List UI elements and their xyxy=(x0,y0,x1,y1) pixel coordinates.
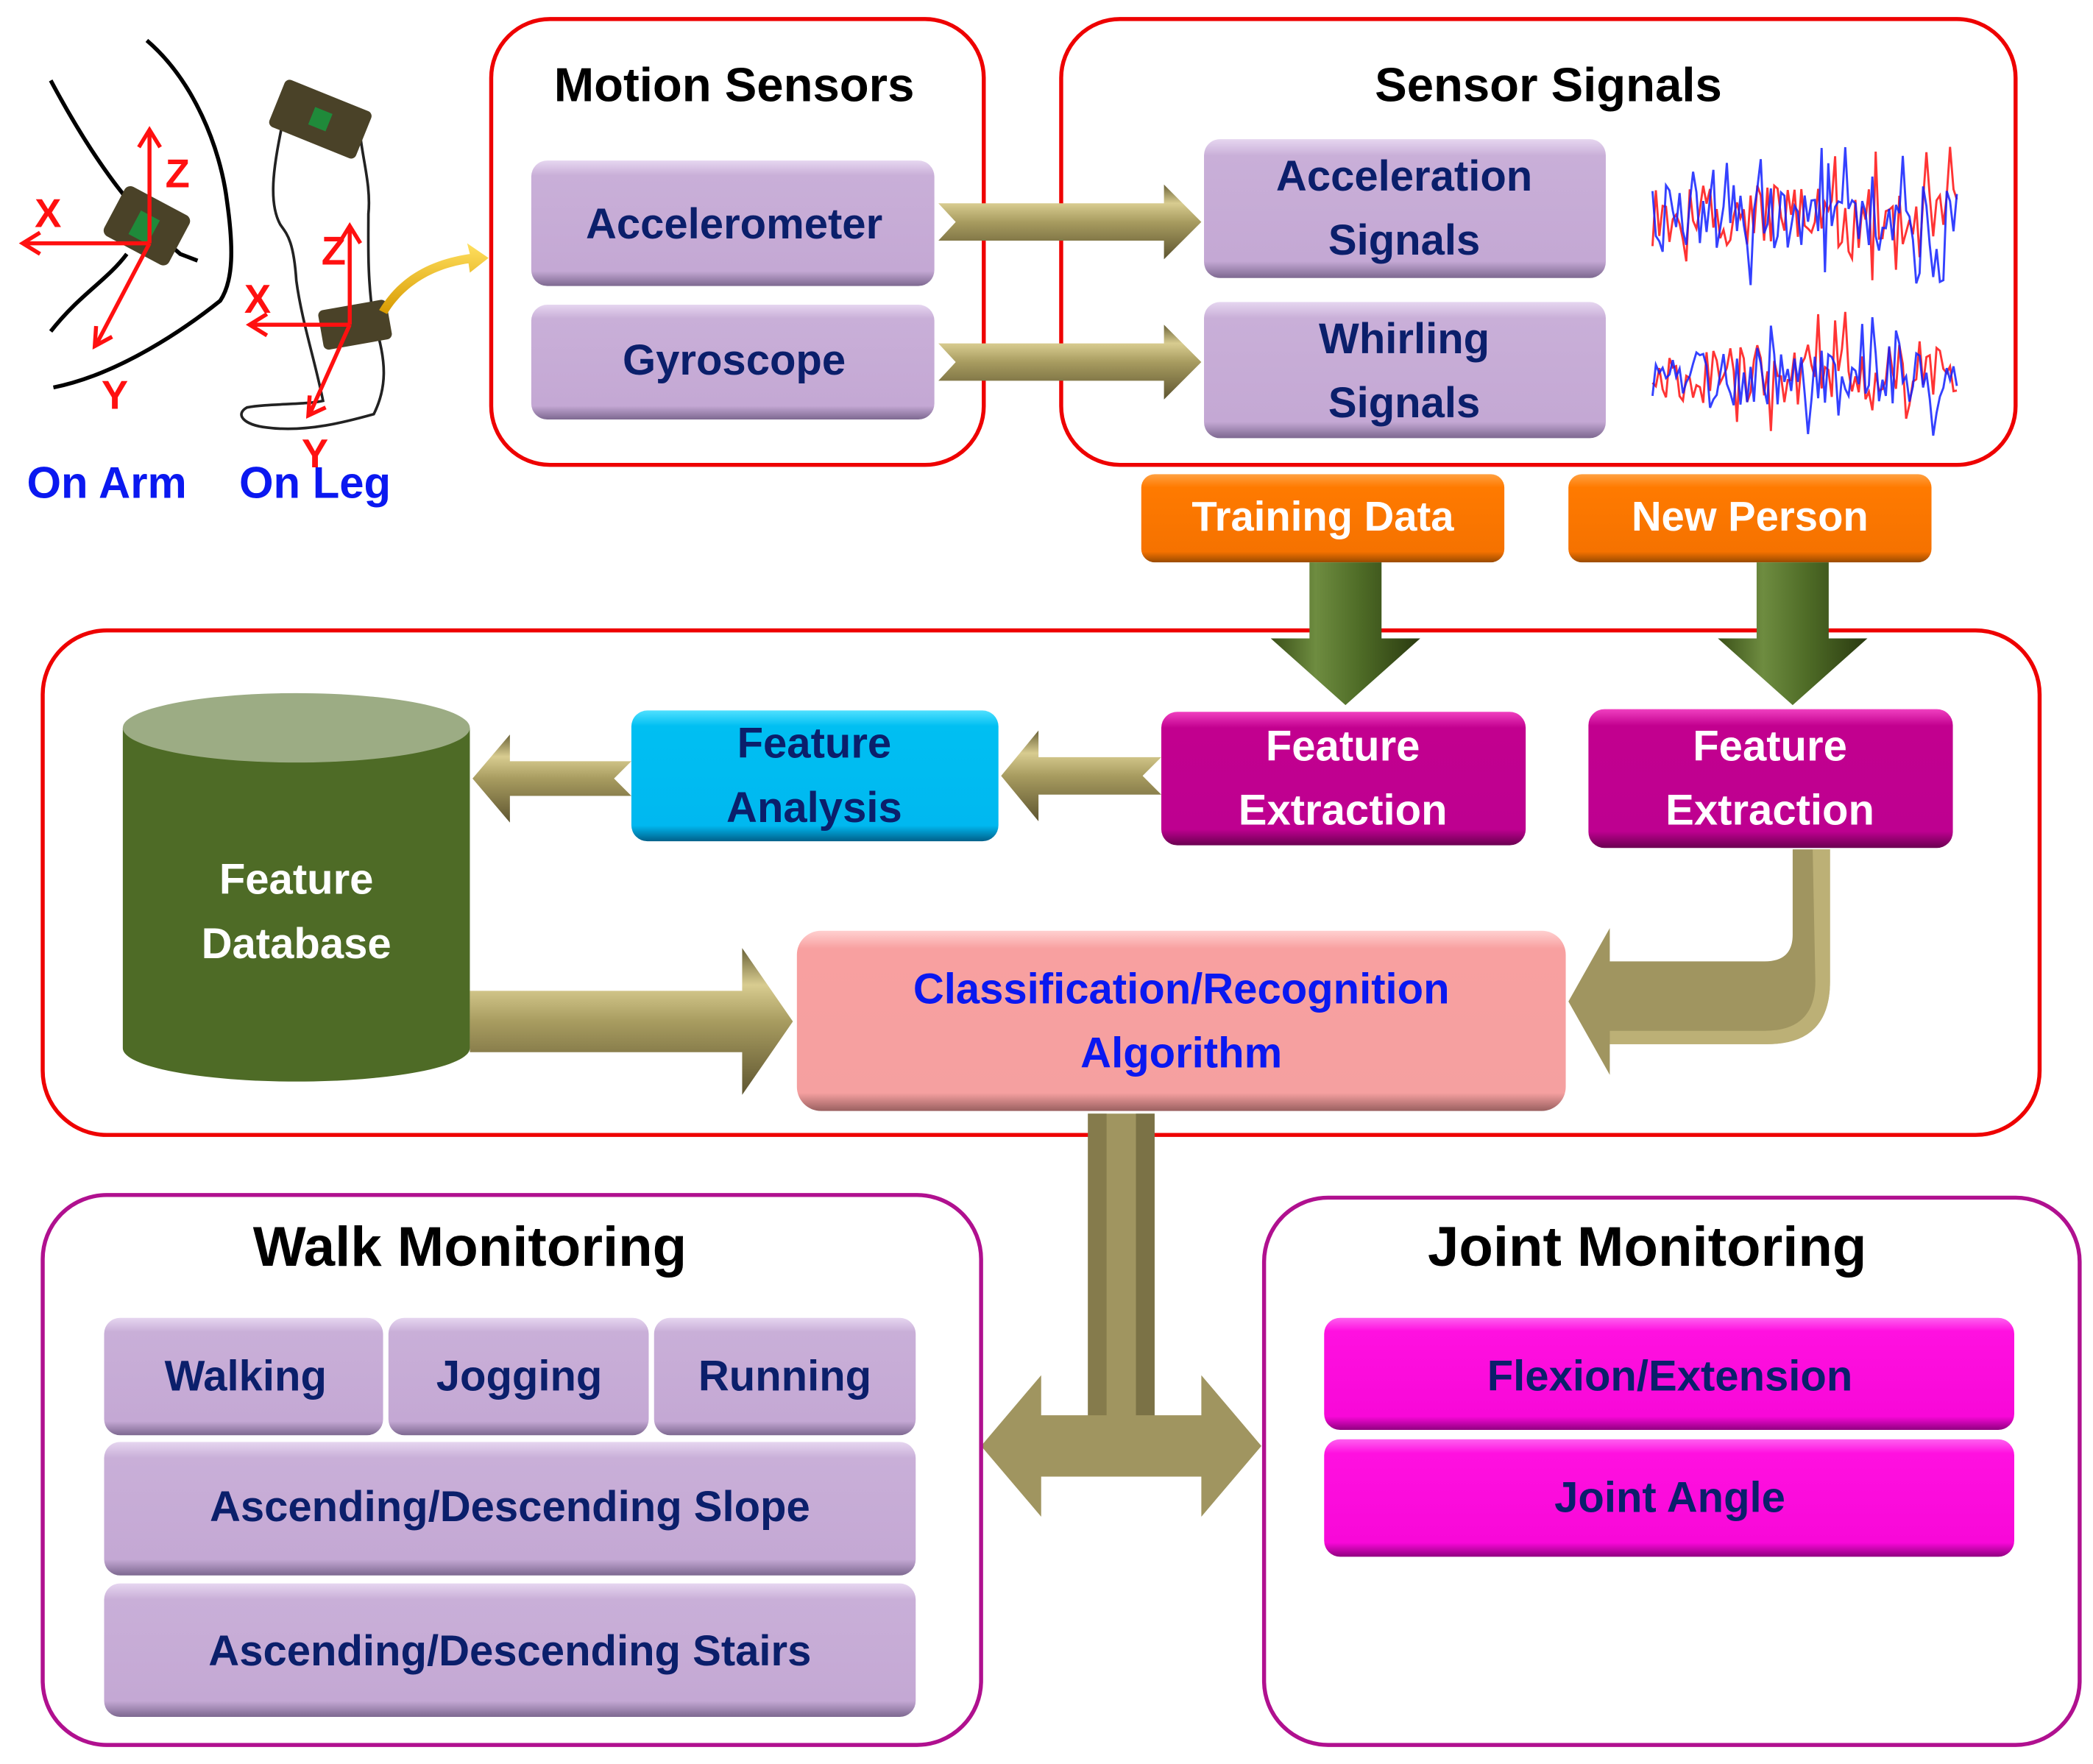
arm-axes xyxy=(18,126,162,350)
feature-extraction-training-line2: Extraction xyxy=(1239,786,1448,834)
feature-database-cylinder[interactable]: Feature Database xyxy=(122,693,470,1082)
acceleration-signals-line1: Acceleration xyxy=(1276,152,1532,200)
training-down-arrow xyxy=(1270,562,1420,706)
feature-extraction-training-box[interactable]: Feature Extraction xyxy=(1161,712,1526,846)
slope-box[interactable]: Ascending/Descending Slope xyxy=(104,1442,916,1576)
walking-label: Walking xyxy=(165,1352,327,1400)
gyroscope-box[interactable]: Gyroscope xyxy=(531,305,935,420)
acceleration-signals-box[interactable]: Acceleration Signals xyxy=(1204,139,1606,278)
leg-upper-chip xyxy=(308,107,333,132)
joint-monitoring-border xyxy=(1261,1195,2082,1747)
whirling-waveform-blue xyxy=(1651,316,1958,436)
jogging-box[interactable]: Jogging xyxy=(388,1317,649,1436)
joint-angle-label: Joint Angle xyxy=(1554,1474,1785,1522)
feature-extraction-new-line2: Extraction xyxy=(1665,786,1874,834)
whirling-signals-line2: Signals xyxy=(1328,379,1480,427)
stairs-label: Ascending/Descending Stairs xyxy=(208,1627,811,1675)
motion-sensors-group: Motion Sensors Accelerometer Gyroscope xyxy=(489,17,986,467)
leg-axis-y-label: Y xyxy=(302,431,328,476)
leg-label: On Leg xyxy=(239,458,391,508)
arm-axis-x-label: X xyxy=(35,191,61,236)
feature-analysis-line1: Feature xyxy=(737,720,892,768)
arm-sensor-illustration: Z X Y On Arm xyxy=(18,38,234,508)
jogging-label: Jogging xyxy=(436,1352,603,1400)
feature-analysis-line2: Analysis xyxy=(726,784,902,832)
new-person-box[interactable]: New Person xyxy=(1568,474,1932,563)
sensor-to-motion-arrow xyxy=(379,243,489,314)
leg-axis-z-label: Z xyxy=(322,228,346,273)
classifier-box[interactable]: Classification/Recognition Algorithm xyxy=(796,930,1566,1111)
arm-label: On Arm xyxy=(26,458,186,508)
new-person-label: New Person xyxy=(1632,493,1869,539)
acceleration-waveform-red xyxy=(1651,146,1958,280)
feature-database-line2: Database xyxy=(202,920,392,968)
whirling-waveform-plot xyxy=(1651,311,1958,436)
leg-outline-back xyxy=(240,120,386,431)
training-data-label: Training Data xyxy=(1191,493,1454,539)
training-data-box[interactable]: Training Data xyxy=(1141,474,1505,563)
whirling-waveform-red xyxy=(1651,311,1958,431)
acceleration-waveform-blue xyxy=(1651,146,1958,286)
arm-sensor-chip xyxy=(128,210,160,244)
arm-outline-outer xyxy=(53,38,234,390)
feature-analysis-box[interactable]: Feature Analysis xyxy=(631,710,999,842)
leg-sensor-illustration: Z X Y On Leg xyxy=(239,79,489,508)
walk-monitoring-border xyxy=(40,1193,983,1747)
sensor-signals-group: Sensor Signals Acceleration Signals Whir… xyxy=(1059,17,2018,467)
joint-monitoring-title: Joint Monitoring xyxy=(1428,1216,1866,1278)
feature-extraction-new-line1: Feature xyxy=(1693,722,1847,770)
accelerometer-box[interactable]: Accelerometer xyxy=(531,160,935,286)
extraction-to-analysis-arrow xyxy=(1001,730,1161,821)
acceleration-waveform-plot xyxy=(1651,146,1958,286)
joint-monitoring-group: Joint Monitoring Flexion/Extension Joint… xyxy=(1261,1195,2082,1747)
gyroscope-label: Gyroscope xyxy=(623,336,846,384)
database-to-classifier-arrow xyxy=(470,948,793,1095)
arm-outline-inner xyxy=(49,252,129,333)
feature-extraction-training-line1: Feature xyxy=(1266,722,1420,770)
accelerometer-to-acceleration-arrow xyxy=(938,184,1202,260)
database-top xyxy=(122,693,470,763)
stairs-box[interactable]: Ascending/Descending Stairs xyxy=(104,1583,916,1718)
new-person-down-arrow xyxy=(1718,562,1868,706)
walk-monitoring-title: Walk Monitoring xyxy=(253,1216,687,1278)
walk-monitoring-group: Walk Monitoring Walking Jogging Running … xyxy=(40,1193,983,1747)
feature-extraction-new-box[interactable]: Feature Extraction xyxy=(1588,709,1953,849)
flexion-extension-box[interactable]: Flexion/Extension xyxy=(1324,1317,2014,1431)
leg-axes xyxy=(245,222,363,419)
walking-box[interactable]: Walking xyxy=(104,1317,383,1436)
running-box[interactable]: Running xyxy=(654,1317,916,1436)
accelerometer-label: Accelerometer xyxy=(586,200,882,248)
whirling-signals-line1: Whirling xyxy=(1319,315,1490,363)
arm-axis-y-label: Y xyxy=(102,372,128,417)
leg-lower-band xyxy=(318,300,392,350)
processing-group-border xyxy=(40,628,2042,1137)
arm-axis-z-label: Z xyxy=(166,151,190,196)
classifier-line1: Classification/Recognition xyxy=(913,965,1450,1013)
classifier-line2: Algorithm xyxy=(1080,1030,1282,1077)
whirling-signals-box[interactable]: Whirling Signals xyxy=(1204,302,1606,439)
analysis-to-database-arrow xyxy=(472,734,631,823)
sensor-signals-title: Sensor Signals xyxy=(1375,57,1722,111)
feature-database-line1: Feature xyxy=(219,856,374,904)
motion-sensors-title: Motion Sensors xyxy=(554,57,915,111)
slope-label: Ascending/Descending Slope xyxy=(210,1483,810,1531)
classifier-to-monitoring-double-arrow xyxy=(981,1113,1262,1517)
acceleration-signals-line2: Signals xyxy=(1328,216,1480,264)
gyroscope-to-whirling-arrow xyxy=(938,325,1202,400)
flexion-extension-label: Flexion/Extension xyxy=(1487,1352,1853,1400)
joint-angle-box[interactable]: Joint Angle xyxy=(1324,1439,2014,1557)
leg-axis-x-label: X xyxy=(244,277,271,322)
extraction-to-classifier-elbow-arrow xyxy=(1568,849,1830,1075)
running-label: Running xyxy=(698,1352,871,1400)
